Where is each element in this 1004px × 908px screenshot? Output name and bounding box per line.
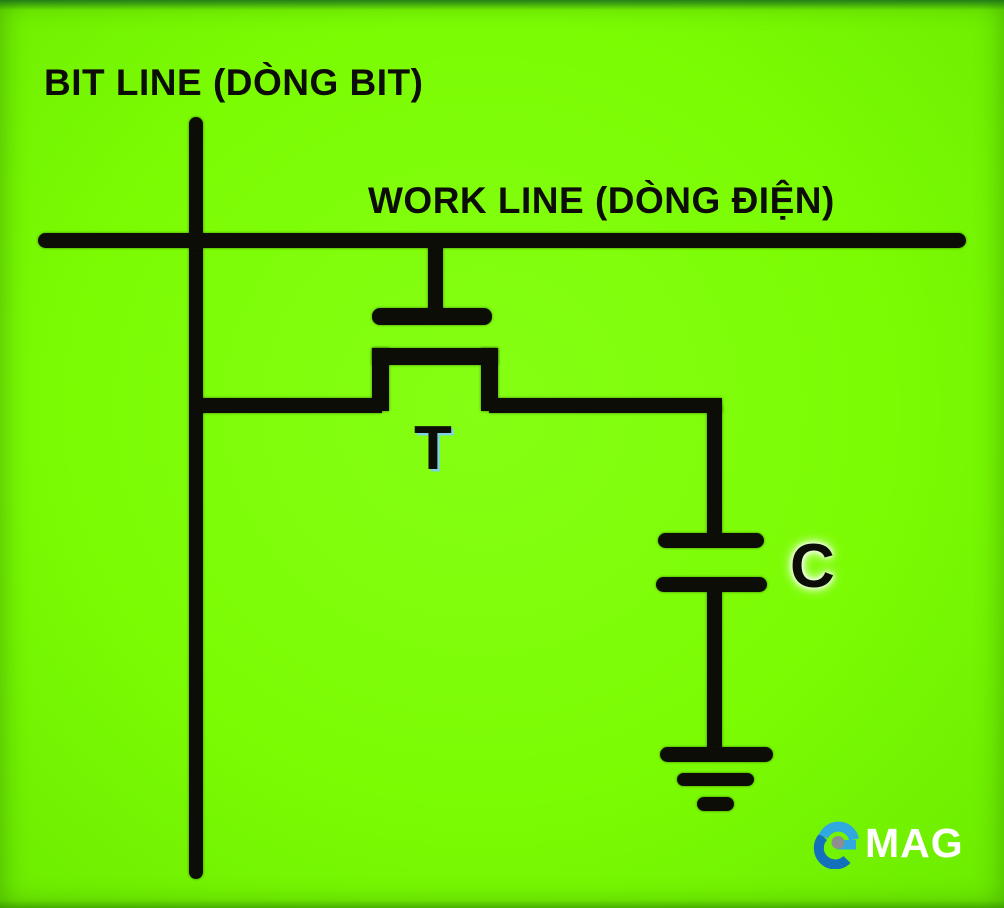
emag-logo: MAG <box>812 817 964 869</box>
transistor-channel-top <box>372 348 498 365</box>
word-line-wire <box>38 233 966 248</box>
emag-e-icon <box>813 821 859 869</box>
work-line-label: WORK LINE (DÒNG ĐIỆN) <box>368 180 835 221</box>
bit-line-wire <box>189 117 203 879</box>
capacitor-plate-top <box>658 533 764 548</box>
capacitor-top-lead <box>707 405 722 540</box>
source-wire <box>196 398 382 413</box>
transistor-channel-right-leg <box>481 348 498 411</box>
transistor-gate-stub <box>428 242 443 314</box>
capacitor-bottom-lead <box>707 588 722 758</box>
capacitor-label: C <box>790 532 835 601</box>
transistor-label: T <box>414 414 452 483</box>
transistor-channel-left-leg <box>372 348 389 411</box>
ground-bar-2 <box>677 773 754 786</box>
drain-wire <box>489 398 722 413</box>
capacitor-plate-bottom <box>656 577 767 592</box>
bit-line-label: BIT LINE (DÒNG BIT) <box>44 62 424 103</box>
transistor-gate-plate <box>372 308 492 325</box>
emag-logo-text: MAG <box>865 819 964 866</box>
ground-bar-1 <box>660 747 773 762</box>
ground-bar-3 <box>697 797 734 811</box>
